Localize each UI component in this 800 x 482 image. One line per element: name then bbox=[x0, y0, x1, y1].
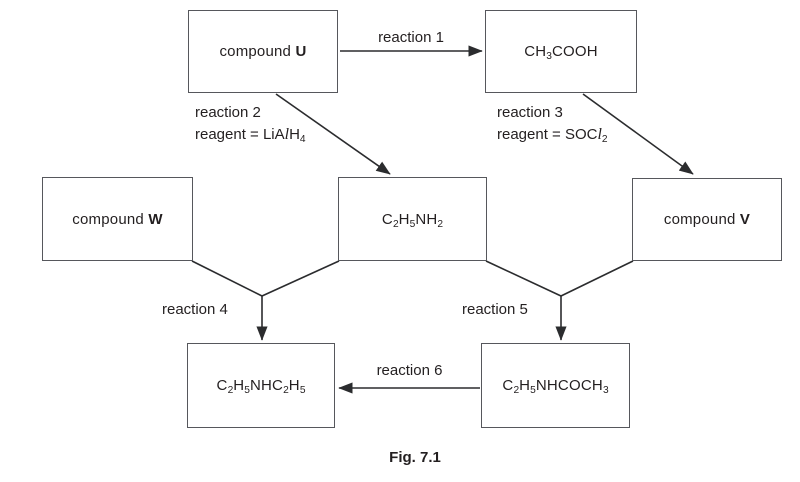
box-ch3cooh: CH3COOH bbox=[485, 10, 637, 93]
box-compound-w: compound W bbox=[42, 177, 193, 261]
c2h5nh2-formula: C2H5NH2 bbox=[381, 210, 444, 230]
label-reaction-3: reaction 3 reagent = SOCl2 bbox=[497, 102, 608, 148]
compound-w-letter: W bbox=[148, 210, 163, 228]
line-amine-to-right-junction bbox=[485, 260, 562, 297]
box-c2h5nh2: C2H5NH2 bbox=[338, 177, 487, 261]
reagent-2-italic-l: l bbox=[284, 126, 290, 143]
label-reaction-4: reaction 4 bbox=[162, 301, 228, 318]
compound-v-prefix: compound bbox=[663, 211, 740, 228]
ch3cooh-formula: CH3COOH bbox=[524, 43, 598, 63]
line-v-to-junction bbox=[560, 260, 634, 297]
compound-v-letter: V bbox=[739, 211, 751, 228]
reagent-3-post: 2 bbox=[601, 134, 608, 146]
reaction-3-name: reaction 3 bbox=[497, 104, 563, 121]
box-c2h5nhc2h5: C2H5NHC2H5 bbox=[187, 343, 335, 428]
reagent-2-pre: reagent = LiA bbox=[195, 126, 285, 143]
compound-u-letter: U bbox=[295, 43, 307, 60]
reagent-3-pre: reagent = SOC bbox=[497, 126, 598, 143]
label-reaction-6: reaction 6 bbox=[376, 362, 443, 379]
label-reaction-2: reaction 2 reagent = LiAlH4 bbox=[195, 102, 306, 148]
c2h5nhc2h5-formula: C2H5NHC2H5 bbox=[216, 377, 306, 397]
reaction-3-reagent: reagent = SOCl2 bbox=[497, 124, 608, 148]
line-amine-to-left-junction bbox=[261, 260, 340, 297]
reaction-2-reagent: reagent = LiAlH4 bbox=[195, 124, 306, 148]
reagent-3-italic-l: l bbox=[597, 126, 602, 143]
figure-caption: Fig. 7.1 bbox=[389, 449, 441, 466]
reaction-2-name: reaction 2 bbox=[195, 104, 261, 121]
label-reaction-5: reaction 5 bbox=[462, 301, 528, 318]
compound-w-prefix: compound bbox=[72, 210, 149, 228]
compound-u-prefix: compound bbox=[219, 43, 296, 60]
arrow-reaction-2 bbox=[275, 93, 391, 175]
label-reaction-1: reaction 1 bbox=[378, 29, 444, 46]
compound-u-label: compound U bbox=[219, 43, 306, 60]
reagent-2-post: H4 bbox=[289, 126, 306, 146]
line-w-to-junction bbox=[191, 260, 263, 297]
compound-v-label: compound V bbox=[664, 211, 750, 228]
box-compound-u: compound U bbox=[188, 10, 338, 93]
box-c2h5nhcoch3: C2H5NHCOCH3 bbox=[481, 343, 630, 428]
arrow-reaction-3 bbox=[582, 93, 694, 175]
box-compound-v: compound V bbox=[632, 178, 782, 261]
compound-w-label: compound W bbox=[72, 211, 162, 228]
c2h5nhcoch3-formula: C2H5NHCOCH3 bbox=[502, 377, 609, 397]
